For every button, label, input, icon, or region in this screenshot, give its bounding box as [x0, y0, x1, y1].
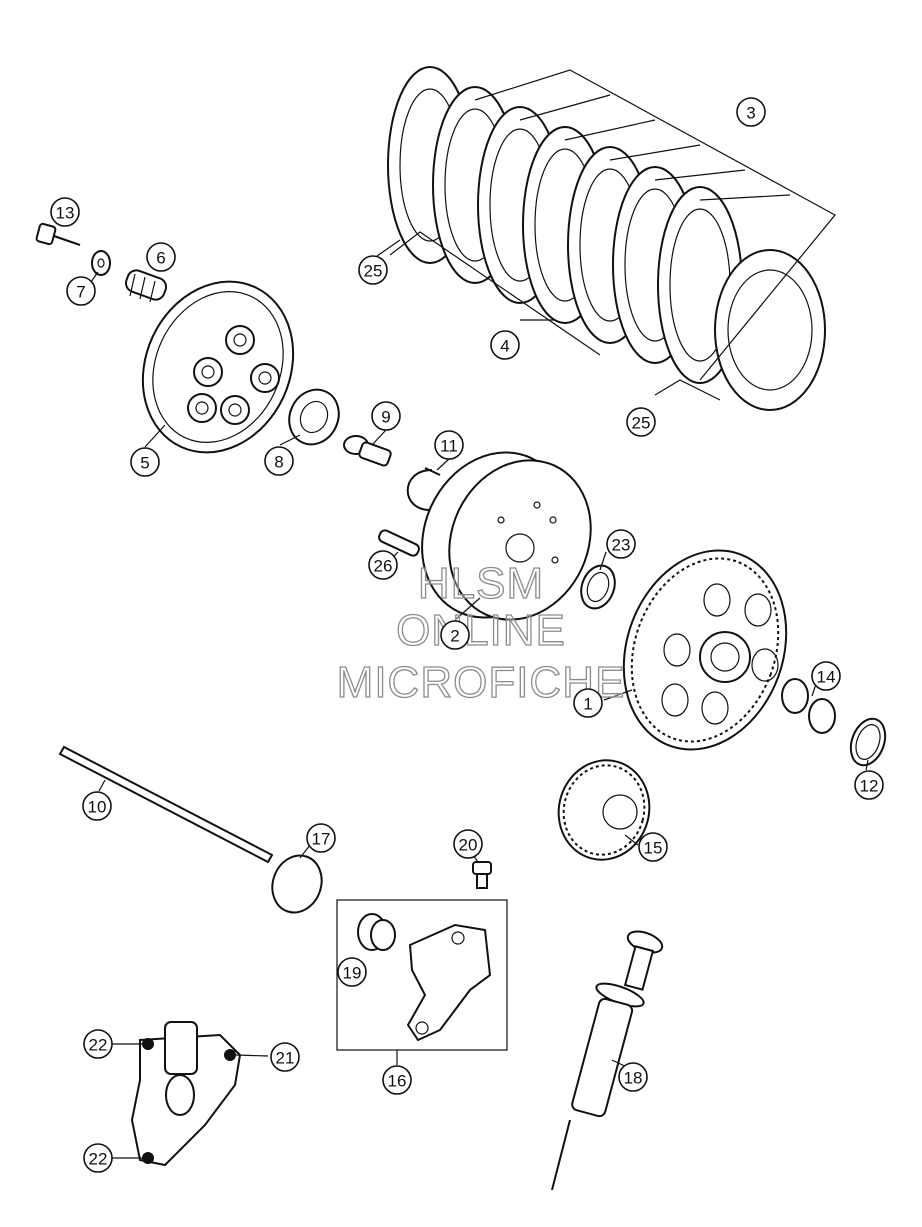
svg-text:25: 25 [632, 414, 651, 433]
callout-22-top: 22 [83, 1029, 113, 1059]
callout-12: 12 [854, 770, 884, 800]
svg-text:17: 17 [312, 830, 331, 849]
svg-text:8: 8 [274, 453, 283, 472]
callout-26: 26 [368, 550, 398, 580]
callout-1: 1 [573, 688, 603, 718]
svg-text:10: 10 [88, 798, 107, 817]
release-lever-assembly [336, 899, 508, 1051]
svg-text:20: 20 [459, 836, 478, 855]
callout-4: 4 [490, 330, 520, 360]
svg-text:13: 13 [56, 204, 75, 223]
callout-18: 18 [618, 1062, 648, 1092]
callout-16: 16 [382, 1065, 412, 1095]
svg-text:16: 16 [388, 1072, 407, 1091]
grease-syringe [551, 930, 664, 1191]
callout-2: 2 [440, 620, 470, 650]
thrust-washer [849, 717, 887, 767]
callout-25-bottom: 25 [626, 407, 656, 437]
clutch-plate-8 [714, 249, 826, 411]
ball-bearing [288, 388, 340, 446]
svg-text:15: 15 [644, 839, 663, 858]
callout-13: 13 [50, 197, 80, 227]
washer [91, 250, 111, 276]
watermark-line-1: HLSM [418, 559, 544, 608]
circlip [406, 467, 441, 511]
svg-text:22: 22 [89, 1036, 108, 1055]
callout-19: 19 [337, 957, 367, 987]
callout-25-top: 25 [358, 255, 388, 285]
needle-bearing [781, 678, 836, 734]
svg-text:23: 23 [612, 536, 631, 555]
callout-14: 14 [811, 661, 841, 691]
callout-15: 15 [638, 832, 668, 862]
o-ring [271, 854, 323, 914]
callout-10: 10 [82, 791, 112, 821]
watermark-line-2: ONLINE [396, 606, 566, 655]
svg-text:2: 2 [450, 627, 459, 646]
push-rod [58, 745, 274, 864]
cover-flange [112, 1021, 269, 1167]
svg-text:22: 22 [89, 1150, 108, 1169]
callout-8: 8 [264, 446, 294, 476]
callout-6: 6 [146, 242, 176, 272]
pin [378, 529, 420, 557]
callout-22-bottom: 22 [83, 1143, 113, 1173]
callout-17: 17 [306, 823, 336, 853]
svg-text:6: 6 [156, 249, 165, 268]
svg-text:7: 7 [76, 283, 85, 302]
svg-text:4: 4 [500, 337, 509, 356]
callout-20: 20 [453, 829, 483, 859]
callout-5: 5 [130, 447, 160, 477]
pressure-piece [343, 435, 392, 467]
clutch-spring [124, 269, 168, 303]
svg-text:21: 21 [276, 1049, 295, 1068]
idler-gear [557, 759, 651, 861]
small-screw [472, 861, 492, 889]
svg-text:12: 12 [860, 777, 879, 796]
svg-text:9: 9 [381, 408, 390, 427]
svg-text:5: 5 [140, 454, 149, 473]
clutch-plate-stack [387, 66, 836, 411]
callout-9: 9 [371, 401, 401, 431]
svg-text:19: 19 [343, 964, 362, 983]
svg-text:14: 14 [817, 668, 836, 687]
release-lever [406, 923, 492, 1042]
bushing-19 [357, 913, 396, 951]
svg-text:3: 3 [746, 104, 755, 123]
clutch-hub [421, 451, 592, 621]
svg-text:11: 11 [440, 437, 458, 456]
bolt [35, 222, 81, 246]
callout-23: 23 [606, 529, 636, 559]
svg-text:1: 1 [583, 695, 592, 714]
svg-text:26: 26 [374, 557, 393, 576]
pressure-plate [141, 280, 295, 454]
callout-21: 21 [270, 1042, 300, 1072]
callout-11: 11 [434, 430, 464, 460]
callout-3: 3 [736, 97, 766, 127]
callout-7: 7 [66, 276, 96, 306]
svg-text:25: 25 [364, 262, 383, 281]
shim [580, 564, 616, 610]
primary-gear [622, 549, 788, 751]
svg-text:18: 18 [624, 1069, 643, 1088]
